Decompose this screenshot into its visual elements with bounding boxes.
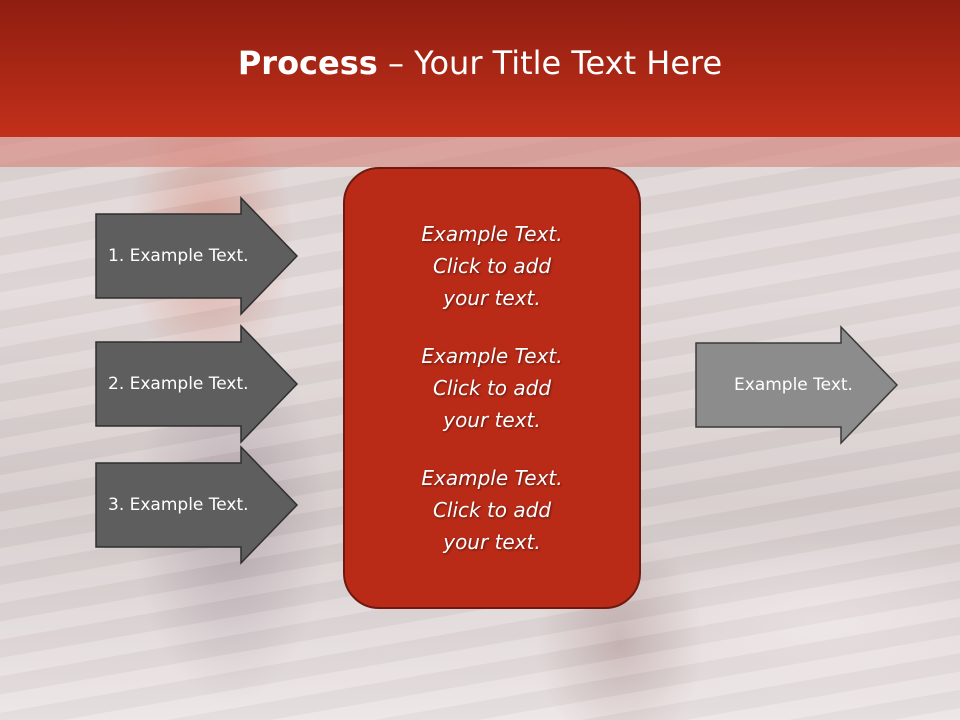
slide-title[interactable]: Process – Your Title Text Here bbox=[238, 44, 722, 82]
left-arrow-2-label: 2. Example Text. bbox=[108, 374, 249, 394]
title-strip bbox=[0, 137, 960, 167]
center-text-box[interactable]: Example Text. Click to add your text. Ex… bbox=[343, 167, 641, 609]
right-arrow-label: Example Text. bbox=[734, 375, 853, 395]
center-text-block-2: Example Text. Click to add your text. bbox=[421, 344, 563, 432]
center-text-block-3: Example Text. Click to add your text. bbox=[421, 466, 563, 554]
title-bold: Process bbox=[237, 43, 378, 82]
left-arrow-2[interactable]: 2. Example Text. bbox=[95, 324, 299, 444]
center-text-block-1: Example Text. Click to add your text. bbox=[421, 222, 563, 310]
arrow-right-shape-icon bbox=[695, 325, 899, 445]
arrow-right-shape-icon bbox=[95, 445, 299, 565]
arrow-right-shape-icon bbox=[95, 324, 299, 444]
left-arrow-1[interactable]: 1. Example Text. bbox=[95, 196, 299, 316]
left-arrow-3[interactable]: 3. Example Text. bbox=[95, 445, 299, 565]
left-arrow-1-label: 1. Example Text. bbox=[108, 246, 249, 266]
left-arrow-3-label: 3. Example Text. bbox=[108, 495, 249, 515]
arrow-right-shape-icon bbox=[95, 196, 299, 316]
title-rest: – Your Title Text Here bbox=[377, 43, 723, 82]
title-bar: Process – Your Title Text Here bbox=[0, 0, 960, 137]
right-arrow[interactable]: Example Text. bbox=[695, 325, 899, 445]
